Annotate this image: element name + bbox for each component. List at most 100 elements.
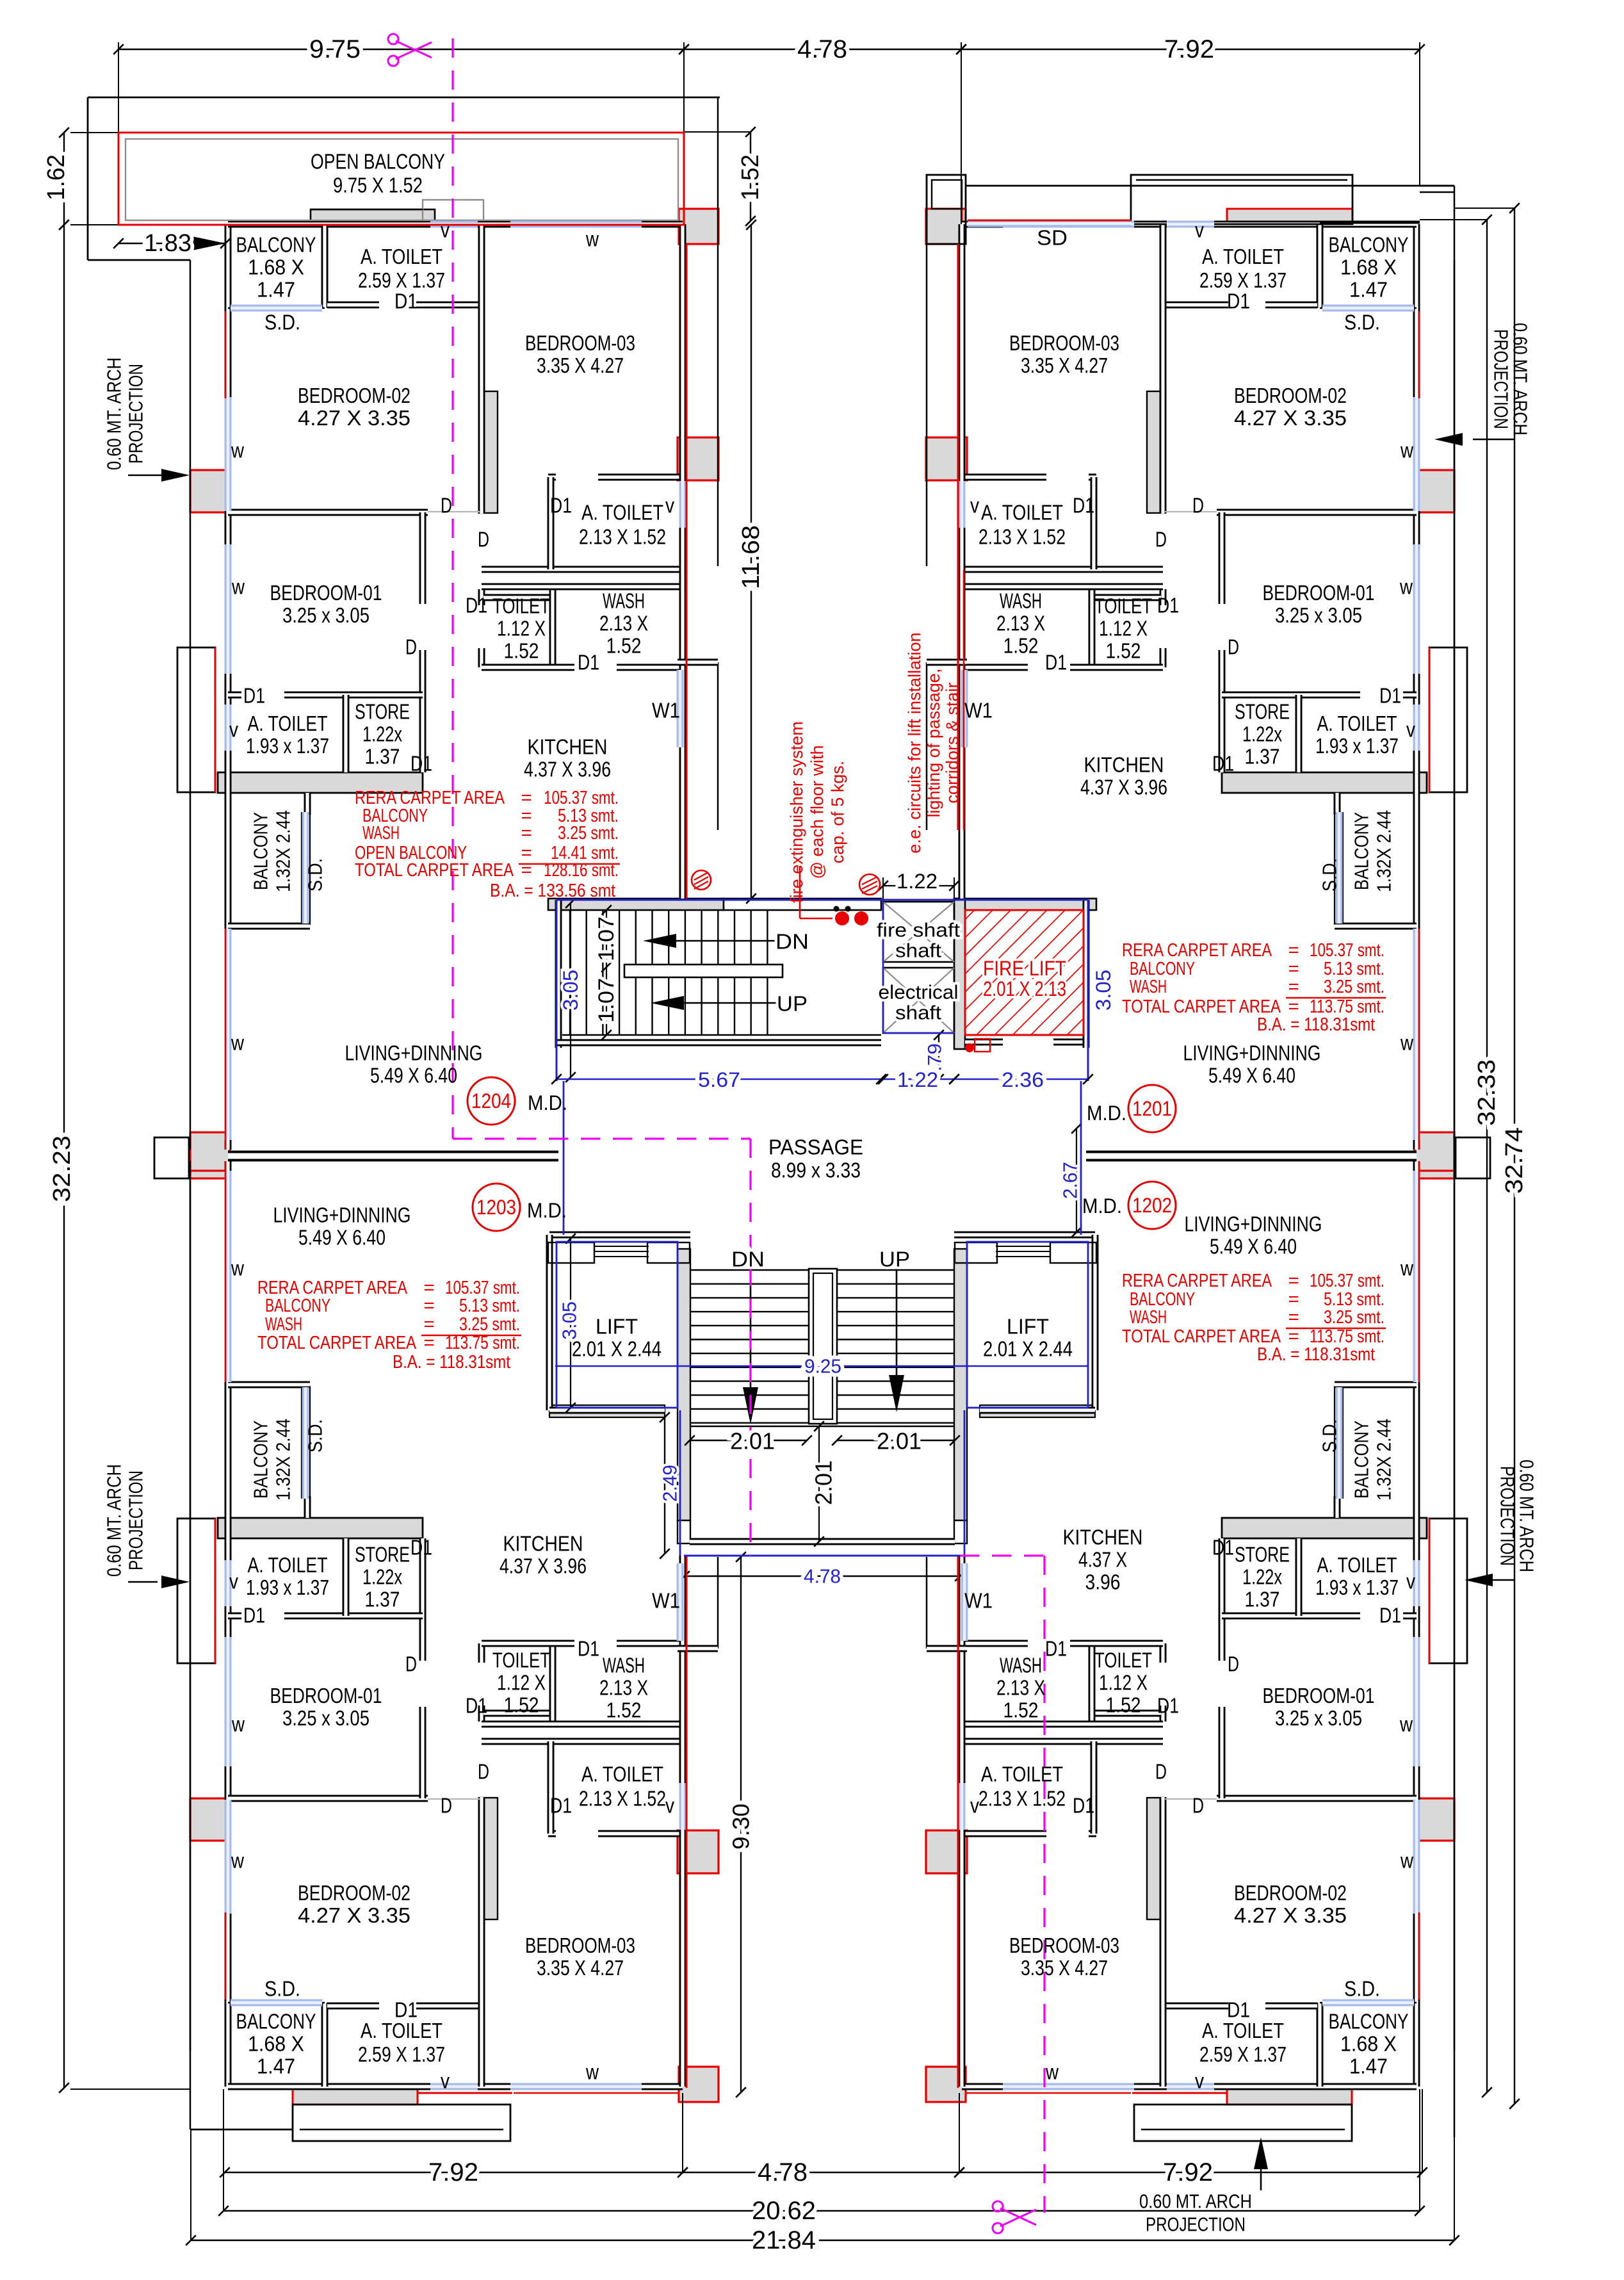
svg-text:v: v	[970, 494, 979, 517]
svg-text:w: w	[1045, 2060, 1059, 2084]
svg-text:=: =	[521, 806, 532, 826]
svg-text:5.13 smt.: 5.13 smt.	[1324, 959, 1384, 979]
svg-text:w: w	[231, 1713, 245, 1736]
svg-text:D: D	[1192, 494, 1204, 517]
svg-text:1.93 x 1.37: 1.93 x 1.37	[246, 1576, 329, 1599]
svg-text:1.07: 1.07	[594, 916, 619, 961]
svg-text:128.16 smt.: 128.16 smt.	[544, 860, 619, 881]
svg-text:w: w	[1399, 1713, 1413, 1736]
svg-text:2.59 X 1.37: 2.59 X 1.37	[1199, 2042, 1287, 2066]
svg-text:0.60 MT. ARCH: 0.60 MT. ARCH	[103, 1464, 126, 1577]
svg-text:2.13 X: 2.13 X	[599, 1676, 648, 1700]
svg-text:1.47: 1.47	[1349, 2055, 1388, 2078]
svg-text:1.47: 1.47	[257, 2055, 295, 2078]
svg-text:lighting of passage,: lighting of passage,	[924, 669, 943, 818]
svg-text:w: w	[1400, 1257, 1413, 1280]
svg-text:2.01: 2.01	[877, 1428, 922, 1454]
svg-text:B.A. = 118.31smt: B.A. = 118.31smt	[393, 1352, 510, 1372]
svg-text:WASH: WASH	[603, 1654, 645, 1677]
svg-text:S.D.: S.D.	[1319, 1419, 1341, 1453]
svg-text:9.75: 9.75	[309, 35, 361, 63]
svg-text:v: v	[1195, 218, 1204, 242]
svg-text:A. TOILET: A. TOILET	[248, 1553, 328, 1577]
svg-text:D: D	[405, 635, 417, 659]
svg-text:5.67: 5.67	[698, 1068, 740, 1091]
svg-text:3.25 x 3.05: 3.25 x 3.05	[1275, 1706, 1362, 1730]
svg-text:0.60 MT. ARCH: 0.60 MT. ARCH	[1139, 2190, 1252, 2213]
svg-text:32.33: 32.33	[1474, 1059, 1500, 1126]
svg-text:RERA CARPET AREA: RERA CARPET AREA	[1122, 1271, 1272, 1291]
svg-text:TOILET: TOILET	[492, 1649, 550, 1672]
svg-text:105.37 smt.: 105.37 smt.	[544, 788, 619, 808]
svg-text:=: =	[521, 843, 532, 863]
svg-text:D1: D1	[243, 1604, 265, 1627]
svg-text:0.60 MT. ARCH: 0.60 MT. ARCH	[1509, 323, 1532, 436]
svg-text:4.37 X: 4.37 X	[1078, 1548, 1127, 1572]
svg-text:1.52: 1.52	[1106, 639, 1141, 663]
svg-text:2.59 X 1.37: 2.59 X 1.37	[358, 2042, 445, 2066]
svg-text:1.22x: 1.22x	[1242, 1565, 1282, 1589]
svg-text:D1: D1	[550, 1794, 572, 1818]
svg-text:3.25 smt.: 3.25 smt.	[1324, 977, 1384, 997]
svg-text:D1: D1	[578, 1637, 599, 1661]
svg-text:A. TOILET: A. TOILET	[1202, 2019, 1284, 2042]
svg-text:.79: .79	[925, 1043, 946, 1071]
svg-text:=: =	[521, 823, 532, 843]
svg-text:9.75 X 1.52: 9.75 X 1.52	[333, 174, 423, 197]
svg-text:A. TOILET: A. TOILET	[1202, 245, 1284, 268]
svg-text:S.D.: S.D.	[1344, 311, 1380, 334]
svg-text:=: =	[1288, 959, 1299, 979]
svg-text:BEDROOM-02: BEDROOM-02	[1234, 1881, 1347, 1905]
svg-text:fire extinguisher system: fire extinguisher system	[787, 721, 806, 903]
svg-text:fire shaft: fire shaft	[877, 919, 960, 941]
svg-text:9.30: 9.30	[728, 1804, 754, 1850]
svg-text:TOTAL CARPET AREA: TOTAL CARPET AREA	[257, 1333, 417, 1353]
svg-text:=: =	[1288, 940, 1299, 961]
svg-text:e.e. circuits for lift install: e.e. circuits for lift installation	[905, 632, 924, 853]
svg-text:32.23: 32.23	[49, 1136, 76, 1202]
svg-text:RERA CARPET AREA: RERA CARPET AREA	[355, 788, 505, 808]
svg-text:BALCONY: BALCONY	[236, 233, 316, 257]
svg-text:4.37 X 3.96: 4.37 X 3.96	[1080, 776, 1167, 799]
svg-text:S.D.: S.D.	[264, 1977, 300, 2001]
svg-text:STORE: STORE	[355, 1543, 410, 1567]
svg-text:w: w	[585, 2060, 599, 2084]
svg-text:BALCONY: BALCONY	[362, 806, 428, 826]
svg-text:corridors & stair: corridors & stair	[943, 682, 962, 803]
svg-text:1.32X 2.44: 1.32X 2.44	[272, 1419, 295, 1501]
svg-text:1.52: 1.52	[1106, 1693, 1141, 1717]
svg-text:5.49 X 6.40: 5.49 X 6.40	[1210, 1235, 1297, 1258]
svg-text:D1: D1	[1227, 1998, 1250, 2022]
svg-text:BEDROOM-03: BEDROOM-03	[1009, 331, 1119, 355]
svg-text:D: D	[478, 1760, 489, 1784]
svg-text:KITCHEN: KITCHEN	[528, 735, 608, 759]
svg-text:4.78: 4.78	[804, 1565, 841, 1588]
svg-text:BEDROOM-02: BEDROOM-02	[1234, 384, 1347, 407]
svg-text:TOTAL CARPET AREA: TOTAL CARPET AREA	[1122, 997, 1281, 1017]
svg-text:1.37: 1.37	[1245, 1588, 1280, 1611]
svg-text:1201: 1201	[1132, 1097, 1172, 1120]
svg-text:w: w	[231, 439, 244, 462]
svg-text:BEDROOM-01: BEDROOM-01	[270, 581, 382, 605]
svg-text:BALCONY: BALCONY	[1329, 2010, 1409, 2033]
svg-text:2.13 X 1.52: 2.13 X 1.52	[579, 1787, 666, 1811]
svg-text:1.12 X: 1.12 X	[1099, 617, 1148, 640]
svg-text:BALCONY: BALCONY	[1351, 812, 1373, 890]
svg-text:1.68 X: 1.68 X	[1340, 2032, 1397, 2056]
svg-text:WASH: WASH	[1130, 1307, 1167, 1328]
svg-text:D1: D1	[1073, 494, 1094, 517]
svg-text:1.52: 1.52	[737, 154, 764, 200]
svg-text:S.D.: S.D.	[1344, 1977, 1380, 2001]
svg-text:TOILET: TOILET	[1094, 1649, 1152, 1672]
svg-text:D: D	[1228, 1652, 1239, 1676]
svg-text:A. TOILET: A. TOILET	[1317, 1553, 1397, 1577]
svg-text:A. TOILET: A. TOILET	[581, 1763, 663, 1786]
svg-text:21.84: 21.84	[752, 2226, 816, 2254]
svg-text:RERA CARPET AREA: RERA CARPET AREA	[257, 1278, 408, 1298]
svg-text:DN: DN	[731, 1248, 765, 1271]
svg-text:4.27 X 3.35: 4.27 X 3.35	[1234, 1903, 1347, 1927]
svg-text:32.74: 32.74	[1501, 1127, 1528, 1194]
svg-text:BEDROOM-03: BEDROOM-03	[1009, 1934, 1119, 1957]
svg-text:v: v	[229, 718, 238, 742]
svg-text:LIVING+DINNING: LIVING+DINNING	[1183, 1041, 1321, 1065]
